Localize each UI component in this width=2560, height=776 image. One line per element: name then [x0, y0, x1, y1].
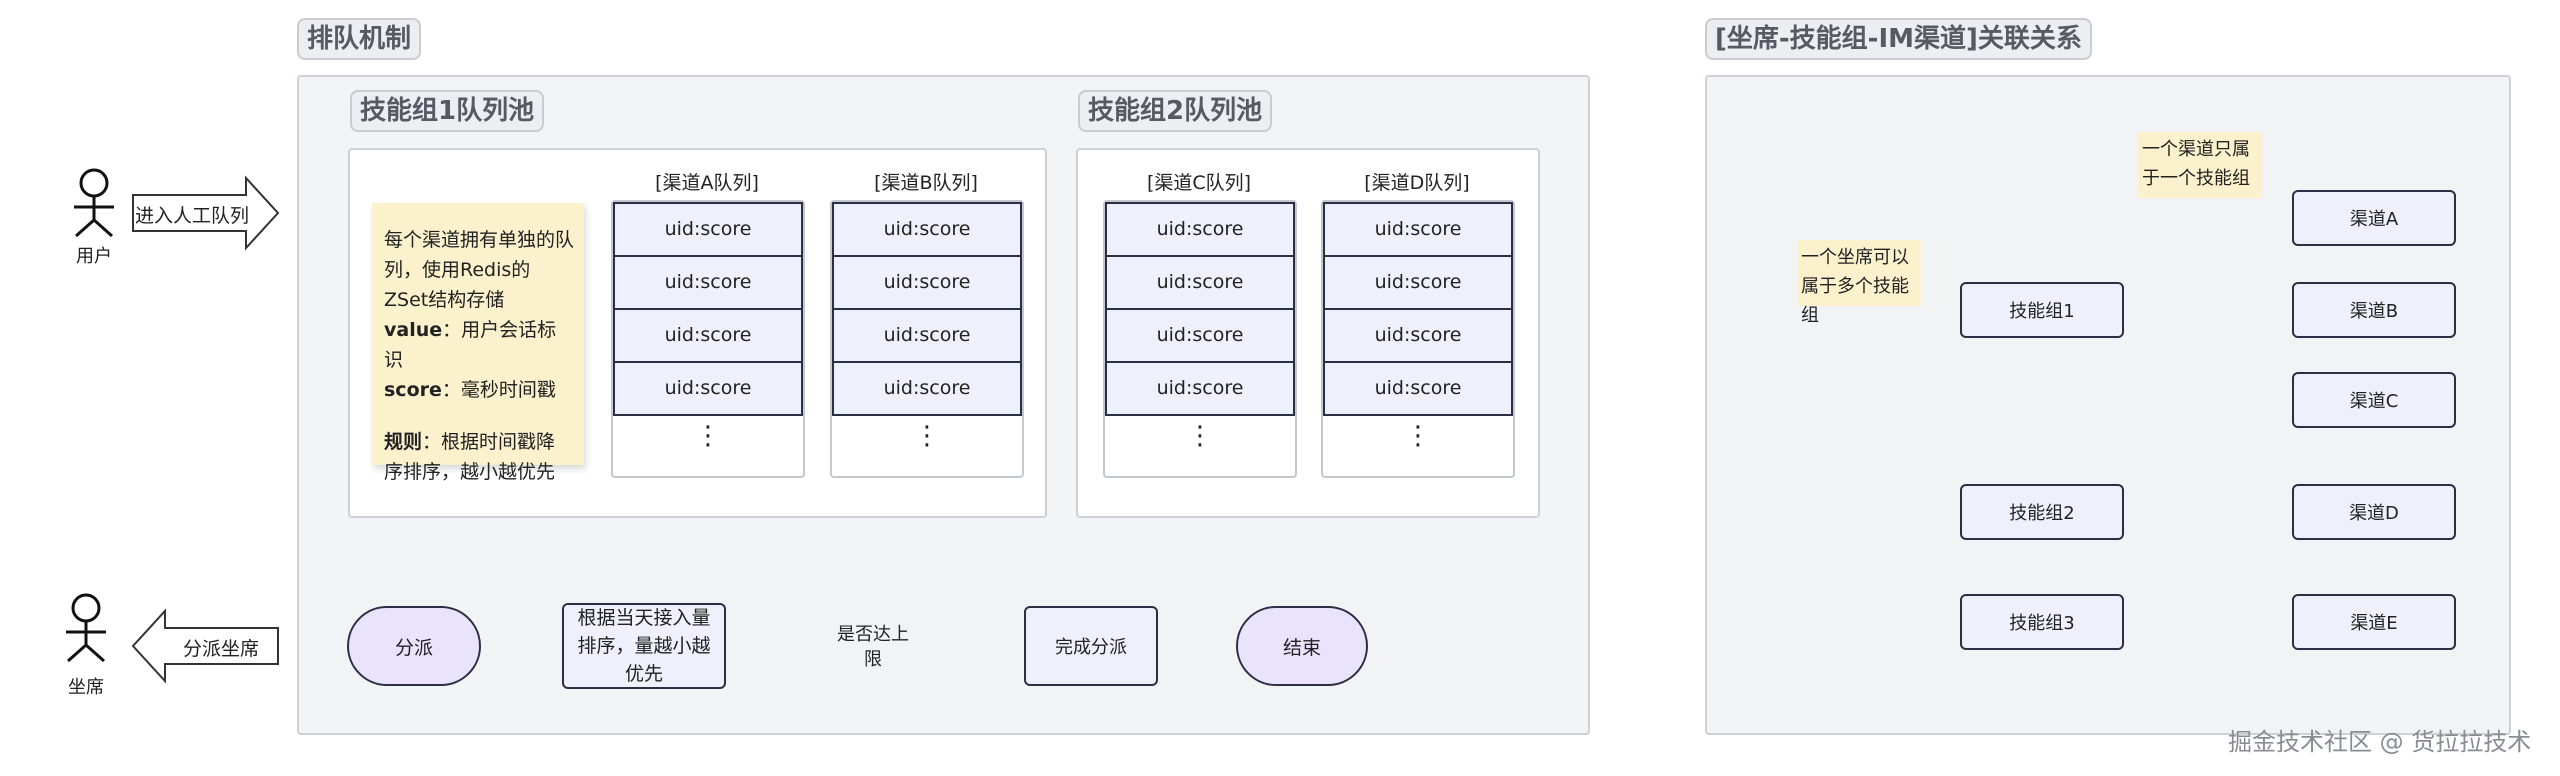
- queue-d: uid:score uid:score uid:score uid:score …: [1321, 200, 1515, 478]
- note-score-text: ：毫秒时间戳: [441, 379, 556, 401]
- flow-decision-label: 是否达上限: [837, 624, 909, 670]
- flow-done-step: 完成分派: [1024, 606, 1158, 686]
- queue-item: uid:score: [832, 202, 1022, 257]
- skill-group-node: 技能组3: [1960, 594, 2124, 650]
- note-line: 每个渠道拥有单独的队列，使用Redis的ZSet结构存储: [384, 229, 575, 311]
- queue-more: ⋮: [914, 421, 940, 451]
- seat-left-label: 坐席: [68, 677, 104, 698]
- queue-item: uid:score: [1323, 255, 1513, 310]
- queue-item: uid:score: [613, 202, 803, 257]
- left-section-title: 排队机制: [297, 18, 422, 60]
- user-label: 用户: [76, 246, 112, 267]
- seat-note: 一个坐席可以属于多个技能组: [1797, 240, 1921, 326]
- queue-a-header: [渠道A队列]: [655, 172, 759, 194]
- footer-watermark: 掘金技术社区 @ 货拉拉技术: [2228, 728, 2532, 756]
- flow-sort-step: 根据当天接入量排序，量越小越优先: [562, 603, 726, 689]
- channel-node: 渠道A: [2292, 190, 2456, 246]
- note-value-text: ：用户会话标识: [384, 319, 557, 371]
- queue-c: uid:score uid:score uid:score uid:score …: [1103, 200, 1297, 478]
- queue-item: uid:score: [613, 361, 803, 416]
- note-rule-text: ：根据时间戳降序排序，越小越优先: [384, 431, 556, 483]
- enter-queue-label: 进入人工队列: [134, 205, 249, 227]
- queue-item: uid:score: [1323, 202, 1513, 257]
- queue-c-header: [渠道C队列]: [1146, 172, 1252, 194]
- channel-node: 渠道C: [2292, 372, 2456, 428]
- queue-item: uid:score: [613, 255, 803, 310]
- right-section-title: [坐席-技能组-IM渠道]关联关系: [1705, 18, 2092, 60]
- queue-item: uid:score: [1105, 308, 1295, 363]
- enter-queue-arrow: [132, 175, 280, 251]
- note-score-key: score: [384, 379, 442, 401]
- queue-item: uid:score: [1105, 255, 1295, 310]
- note-value-key: value: [384, 319, 443, 341]
- queue-item: uid:score: [1323, 361, 1513, 416]
- queue-item: uid:score: [1105, 361, 1295, 416]
- queue-more: ⋮: [695, 421, 721, 451]
- queue-more: ⋮: [1187, 421, 1213, 451]
- channel-node: 渠道E: [2292, 594, 2456, 650]
- dispatch-seat-label: 分派坐席: [182, 638, 259, 660]
- pool2-title: 技能组2队列池: [1078, 90, 1273, 132]
- queue-a: uid:score uid:score uid:score uid:score …: [611, 200, 805, 478]
- channel-node: 渠道D: [2292, 484, 2456, 540]
- queue-item: uid:score: [1323, 308, 1513, 363]
- pool1-title: 技能组1队列池: [350, 90, 545, 132]
- flow-start: 分派: [347, 606, 481, 686]
- user-actor-icon: [74, 168, 114, 238]
- queue-more: ⋮: [1405, 421, 1431, 451]
- queue-item: uid:score: [832, 255, 1022, 310]
- seat-actor-icon: [66, 593, 106, 663]
- skill-group-node: 技能组1: [1960, 282, 2124, 338]
- queue-d-header: [渠道D队列]: [1364, 172, 1470, 194]
- queue-b: uid:score uid:score uid:score uid:score …: [830, 200, 1024, 478]
- skill-group-node: 技能组2: [1960, 484, 2124, 540]
- note-rule-key: 规则: [384, 431, 423, 453]
- channel-note: 一个渠道只属于一个技能组: [2138, 132, 2262, 198]
- channel-node: 渠道B: [2292, 282, 2456, 338]
- queue-item: uid:score: [832, 361, 1022, 416]
- dispatch-seat-arrow: [131, 608, 279, 684]
- queue-note: 每个渠道拥有单独的队列，使用Redis的ZSet结构存储 value：用户会话标…: [372, 203, 584, 483]
- flow-end: 结束: [1236, 606, 1368, 686]
- queue-item: uid:score: [832, 308, 1022, 363]
- queue-item: uid:score: [613, 308, 803, 363]
- queue-item: uid:score: [1105, 202, 1295, 257]
- queue-b-header: [渠道B队列]: [874, 172, 978, 194]
